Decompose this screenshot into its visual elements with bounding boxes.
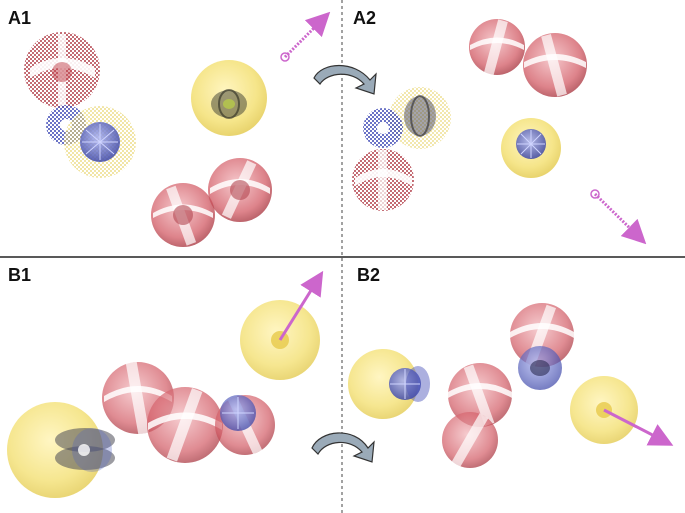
panel-label-b1: B1 <box>8 265 32 285</box>
blue-cage-in-red <box>220 395 256 431</box>
curved-arrow-icon <box>311 432 375 463</box>
curved-arrow-icon <box>313 65 377 95</box>
blue-torus <box>518 346 562 390</box>
panel-b1-molecules <box>7 270 324 498</box>
yellow-mesh-with-blue-cage <box>389 87 451 149</box>
red-checkered-shell <box>24 32 100 108</box>
vector-arrow-icon <box>590 189 647 245</box>
panel-b2-molecules <box>348 303 674 468</box>
panel-label-b2: B2 <box>357 265 381 285</box>
yellow-mesh-with-blue-cage <box>64 106 136 178</box>
red-split-spheres-pair <box>151 158 272 247</box>
panel-a2-molecules <box>352 19 647 245</box>
red-split-spheres-pair <box>469 19 587 97</box>
yellow-sphere-with-core <box>191 60 267 136</box>
red-checkered-shell <box>352 149 414 211</box>
blue-checkered-shell-small <box>363 108 403 148</box>
vector-arrow-icon <box>280 11 331 62</box>
large-yellow-sphere-with-torus <box>7 402 115 498</box>
red-split-spheres-stack <box>442 303 574 468</box>
panel-label-a1: A1 <box>8 8 32 28</box>
panel-label-a2: A2 <box>353 8 377 28</box>
yellow-sphere-with-blue-cage <box>501 118 561 178</box>
yellow-sphere-with-arrow <box>570 376 674 446</box>
yellow-sphere-with-arrow <box>240 270 324 380</box>
panel-a1-molecules <box>24 11 331 247</box>
yellow-sphere-with-blue-cage <box>348 349 430 419</box>
